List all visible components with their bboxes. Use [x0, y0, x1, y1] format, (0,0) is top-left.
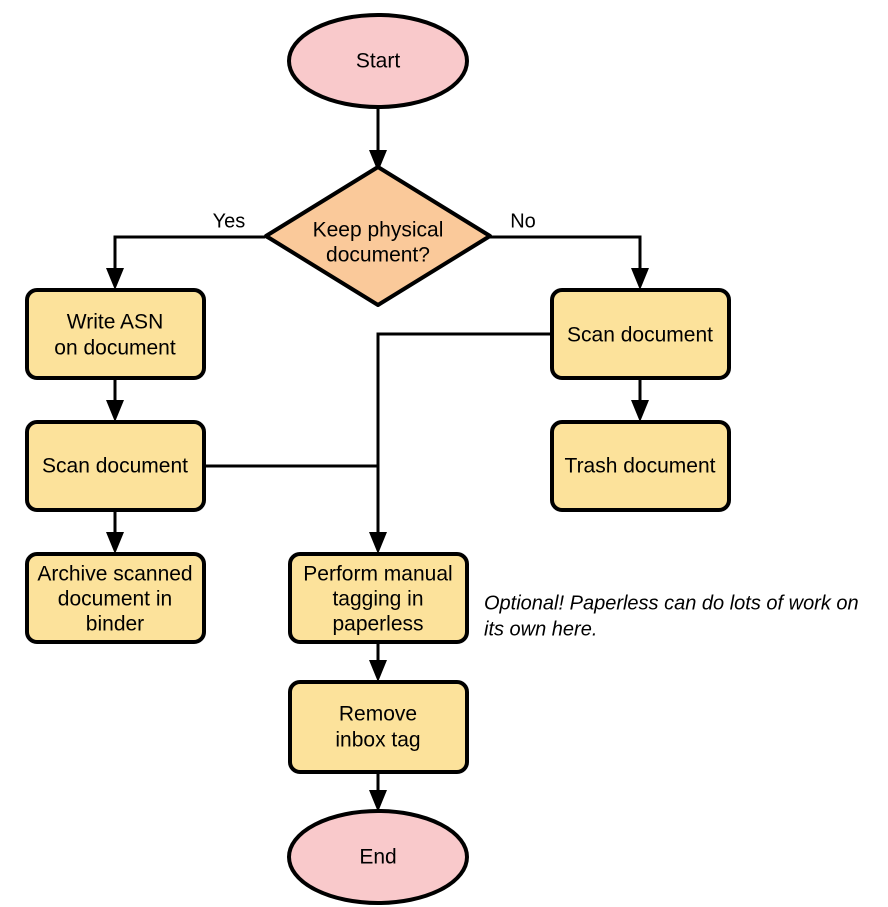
node-archive-label-line1: Archive scanned — [37, 563, 192, 586]
node-archive-label-line2: document in — [58, 588, 172, 611]
node-manual-tagging-label-line1: Perform manual — [303, 563, 452, 586]
node-remove-inbox-label-line1: Remove — [339, 703, 417, 726]
node-scan-document-right-label: Scan document — [567, 324, 713, 347]
edge-remove-inbox-to-end — [369, 772, 387, 812]
archive-box[interactable] — [25, 552, 206, 644]
node-remove-inbox-tag[interactable]: Remove inbox tag — [288, 680, 469, 774]
scan-document-right-box[interactable] — [550, 288, 731, 380]
node-decision-label-line2: document? — [326, 244, 430, 267]
node-trash-document-label: Trash document — [565, 455, 716, 478]
node-write-asn[interactable]: Write ASN on document — [25, 288, 206, 380]
node-end-label: End — [359, 846, 396, 869]
edge-write-asn-to-scan-left — [106, 378, 124, 422]
node-manual-tagging-label-line2: tagging in — [332, 588, 423, 611]
edge-label-no: No — [510, 210, 536, 232]
edge-scan-left-to-archive — [106, 510, 124, 554]
edge-decision-to-write-asn — [106, 228, 281, 290]
node-scan-document-right[interactable]: Scan document — [550, 288, 731, 380]
node-trash-document[interactable]: Trash document — [550, 420, 731, 512]
edge-line — [490, 235, 642, 278]
arrow-head-icon — [631, 268, 649, 290]
arrow-head-icon — [631, 400, 649, 422]
arrow-head-icon — [369, 150, 387, 172]
node-manual-tagging-label-line3: paperless — [332, 613, 423, 636]
edge-label-yes: Yes — [213, 210, 246, 232]
edge-scan-right-to-trash — [631, 378, 649, 422]
arrow-head-icon — [369, 532, 387, 554]
edge-start-to-decision — [369, 103, 387, 172]
optional-note-line1: Optional! Paperless can do lots of work … — [484, 592, 859, 614]
arrow-head-icon — [106, 400, 124, 422]
node-start[interactable]: Start — [287, 13, 469, 109]
start-ellipse[interactable] — [287, 13, 469, 109]
node-decision-keep-physical-document[interactable]: Keep physical document? — [264, 165, 492, 307]
decision-diamond[interactable] — [264, 165, 492, 307]
edge-manual-tagging-to-remove-inbox — [369, 642, 387, 682]
edge-line — [113, 235, 265, 278]
arrow-head-icon — [369, 660, 387, 682]
manual-tagging-box[interactable] — [288, 552, 469, 644]
node-archive-label-line3: binder — [86, 613, 144, 636]
optional-note-line2: its own here. — [484, 618, 597, 640]
node-archive-scanned-document[interactable]: Archive scanned document in binder — [25, 552, 206, 644]
scan-document-left-box[interactable] — [25, 420, 206, 512]
arrow-head-icon — [106, 268, 124, 290]
node-remove-inbox-label-line2: inbox tag — [335, 729, 420, 752]
write-asn-box[interactable] — [25, 288, 206, 380]
node-scan-document-left[interactable]: Scan document — [25, 420, 206, 512]
edge-decision-to-scan-right — [474, 228, 649, 290]
node-decision-label-line1: Keep physical — [313, 219, 444, 242]
arrow-head-icon — [369, 790, 387, 812]
node-write-asn-label-line1: Write ASN — [67, 311, 163, 334]
edge-scan-right-to-manual-tagging — [369, 332, 552, 554]
node-scan-document-left-label: Scan document — [42, 455, 188, 478]
remove-inbox-tag-box[interactable] — [288, 680, 469, 774]
arrow-head-icon — [106, 532, 124, 554]
annotation-optional-note: Optional! Paperless can do lots of work … — [484, 592, 859, 640]
node-start-label: Start — [356, 50, 401, 73]
end-ellipse[interactable] — [287, 809, 469, 905]
edge-line — [376, 332, 552, 542]
trash-document-box[interactable] — [550, 420, 731, 512]
node-perform-manual-tagging[interactable]: Perform manual tagging in paperless — [288, 552, 469, 644]
node-write-asn-label-line2: on document — [54, 337, 176, 360]
node-end[interactable]: End — [287, 809, 469, 905]
